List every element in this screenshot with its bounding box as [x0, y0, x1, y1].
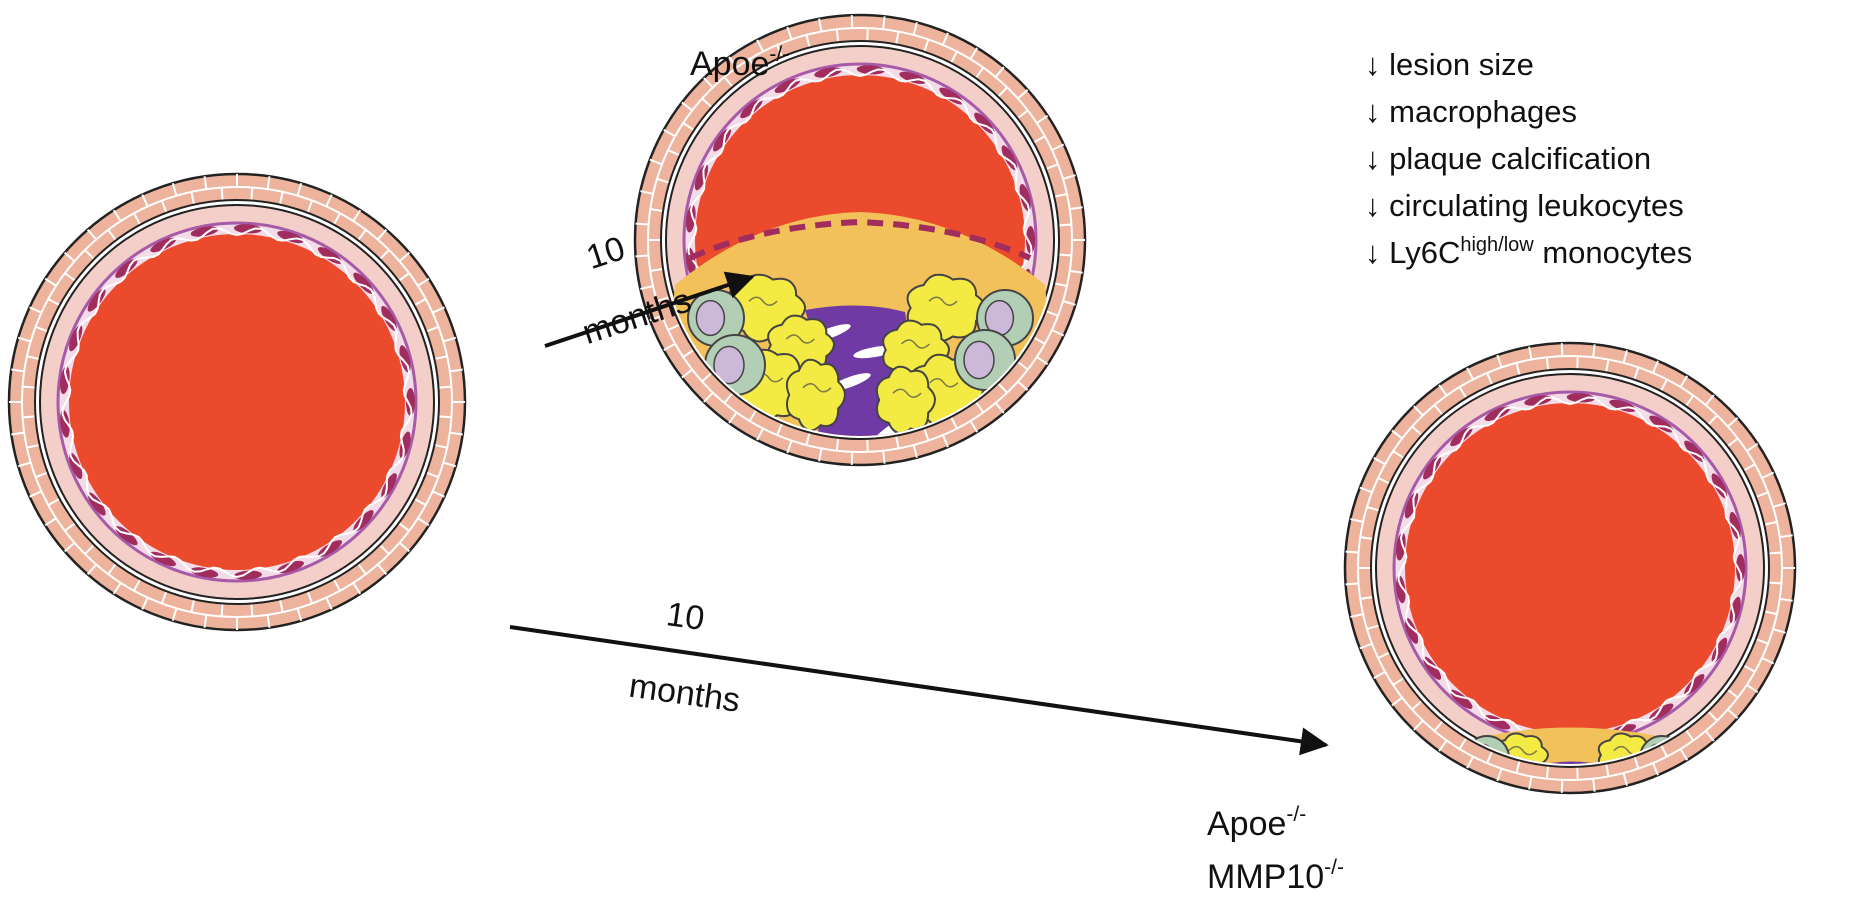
top-arrow-duration-value: 10 — [582, 229, 630, 277]
apoe-mmp10-ko-artery-cross-section — [1345, 343, 1795, 793]
effect-text: Ly6C — [1389, 235, 1460, 270]
down-arrow-icon: ↓ — [1365, 188, 1389, 223]
effect-item: ↓ macrophages — [1365, 94, 1577, 129]
down-arrow-icon: ↓ — [1365, 94, 1389, 129]
effect-text: circulating leukocytes — [1389, 188, 1684, 223]
down-arrow-icon: ↓ — [1365, 141, 1389, 176]
bottom-arrow-label: 10 months — [627, 591, 753, 719]
effects-list: ↓ lesion size↓ macrophages↓ plaque calci… — [1365, 47, 1692, 270]
effect-item: ↓ lesion size — [1365, 47, 1534, 82]
effect-text: lesion size — [1389, 47, 1534, 82]
down-arrow-icon: ↓ — [1365, 235, 1389, 270]
effect-suffix: monocytes — [1534, 235, 1693, 270]
macrophage-nucleus — [696, 301, 724, 336]
macrophage-nucleus — [964, 341, 994, 378]
lumen — [69, 234, 405, 570]
bottom-arrow-duration-value: 10 — [664, 595, 707, 638]
effect-item: ↓ Ly6Chigh/low monocytes — [1365, 234, 1692, 270]
genotype-label-apoe-ko-line: Apoe-/- — [1207, 803, 1306, 843]
effect-superscript: high/low — [1460, 234, 1534, 256]
effect-item: ↓ plaque calcification — [1365, 141, 1651, 176]
effect-text: plaque calcification — [1389, 141, 1651, 176]
healthy-artery-cross-section — [9, 174, 465, 630]
genotype-label-mmp10-ko-line: MMP10-/- — [1207, 856, 1344, 896]
effect-text: macrophages — [1389, 94, 1577, 129]
bottom-arrow-duration-unit: months — [627, 667, 743, 720]
down-arrow-icon: ↓ — [1365, 47, 1389, 82]
lumen — [1405, 403, 1735, 733]
effect-item: ↓ circulating leukocytes — [1365, 188, 1684, 223]
